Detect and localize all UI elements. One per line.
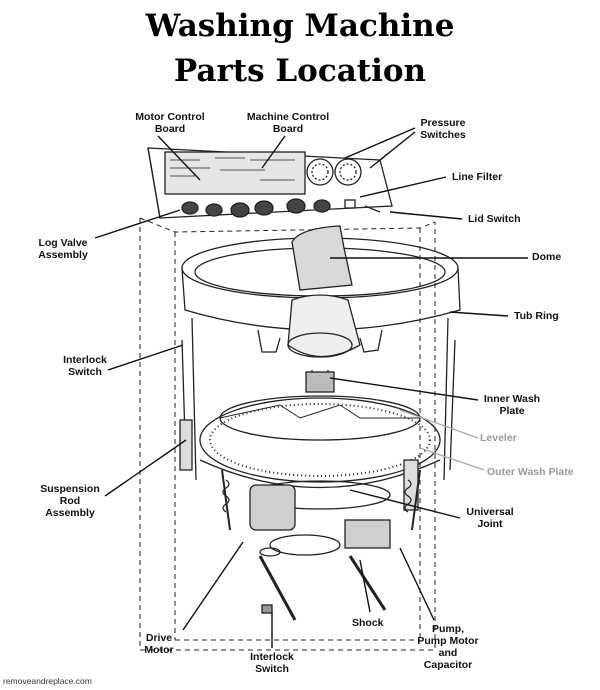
leader-pressure-switches-1	[344, 127, 416, 159]
leader-drive-motor	[182, 541, 244, 631]
title-line-1: Washing Machine	[145, 8, 455, 44]
title-line-2: Parts Location	[173, 53, 427, 89]
leader-suspension-rod	[104, 439, 187, 497]
leader-lid-switch	[389, 211, 463, 220]
leader-leveler	[399, 409, 479, 439]
label-drive-motor: Drive Motor	[144, 632, 174, 656]
dome-agitator	[287, 225, 361, 393]
label-lid-switch: Lid Switch	[468, 213, 521, 225]
label-suspension-rod-assembly: Suspension Rod Assembly	[40, 483, 100, 519]
leader-line-filter	[359, 176, 447, 198]
leader-outer-wash-plate	[419, 447, 485, 471]
drive-assembly	[249, 484, 391, 621]
label-pressure-switches: Pressure Switches	[420, 117, 466, 141]
label-log-valve-assembly: Log Valve Assembly	[38, 237, 88, 261]
leader-pressure-switches-2	[369, 131, 416, 169]
cabinet-outline	[139, 217, 436, 651]
label-outer-wash-plate: Outer Wash Plate	[487, 466, 574, 478]
leader-pump	[399, 547, 435, 621]
label-motor-control-board: Motor Control Board	[135, 111, 205, 135]
label-leveler: Leveler	[480, 432, 517, 444]
wash-tub	[191, 317, 449, 510]
control-console	[147, 147, 393, 219]
label-interlock-switch-side: Interlock Switch	[63, 354, 107, 378]
leader-lines	[94, 127, 528, 648]
leader-universal-joint	[349, 489, 461, 519]
label-line-filter: Line Filter	[452, 171, 503, 183]
leader-log-valve	[94, 209, 181, 239]
leader-tub-ring	[449, 311, 509, 317]
diagram-title: Washing Machine Parts Location	[0, 4, 600, 94]
leader-shock	[359, 559, 371, 613]
label-pump: Pump, Pump Motor and Capacitor	[417, 623, 479, 671]
label-dome: Dome	[532, 251, 562, 263]
leader-inner-wash-plate	[329, 377, 479, 401]
label-interlock-switch-bottom: Interlock Switch	[250, 651, 294, 675]
suspension-rods	[179, 339, 456, 531]
label-machine-control-board: Machine Control Board	[246, 111, 330, 135]
leader-interlock-switch-side	[107, 344, 184, 371]
label-tub-ring: Tub Ring	[514, 310, 559, 322]
label-universal-joint: Universal Joint	[466, 506, 514, 530]
label-inner-wash-plate: Inner Wash Plate	[483, 393, 541, 417]
label-shock: Shock	[352, 617, 384, 629]
leader-machine-control-board	[261, 135, 286, 169]
leader-motor-control-board	[157, 135, 201, 181]
source-credit: removeandreplace.com	[3, 676, 92, 686]
